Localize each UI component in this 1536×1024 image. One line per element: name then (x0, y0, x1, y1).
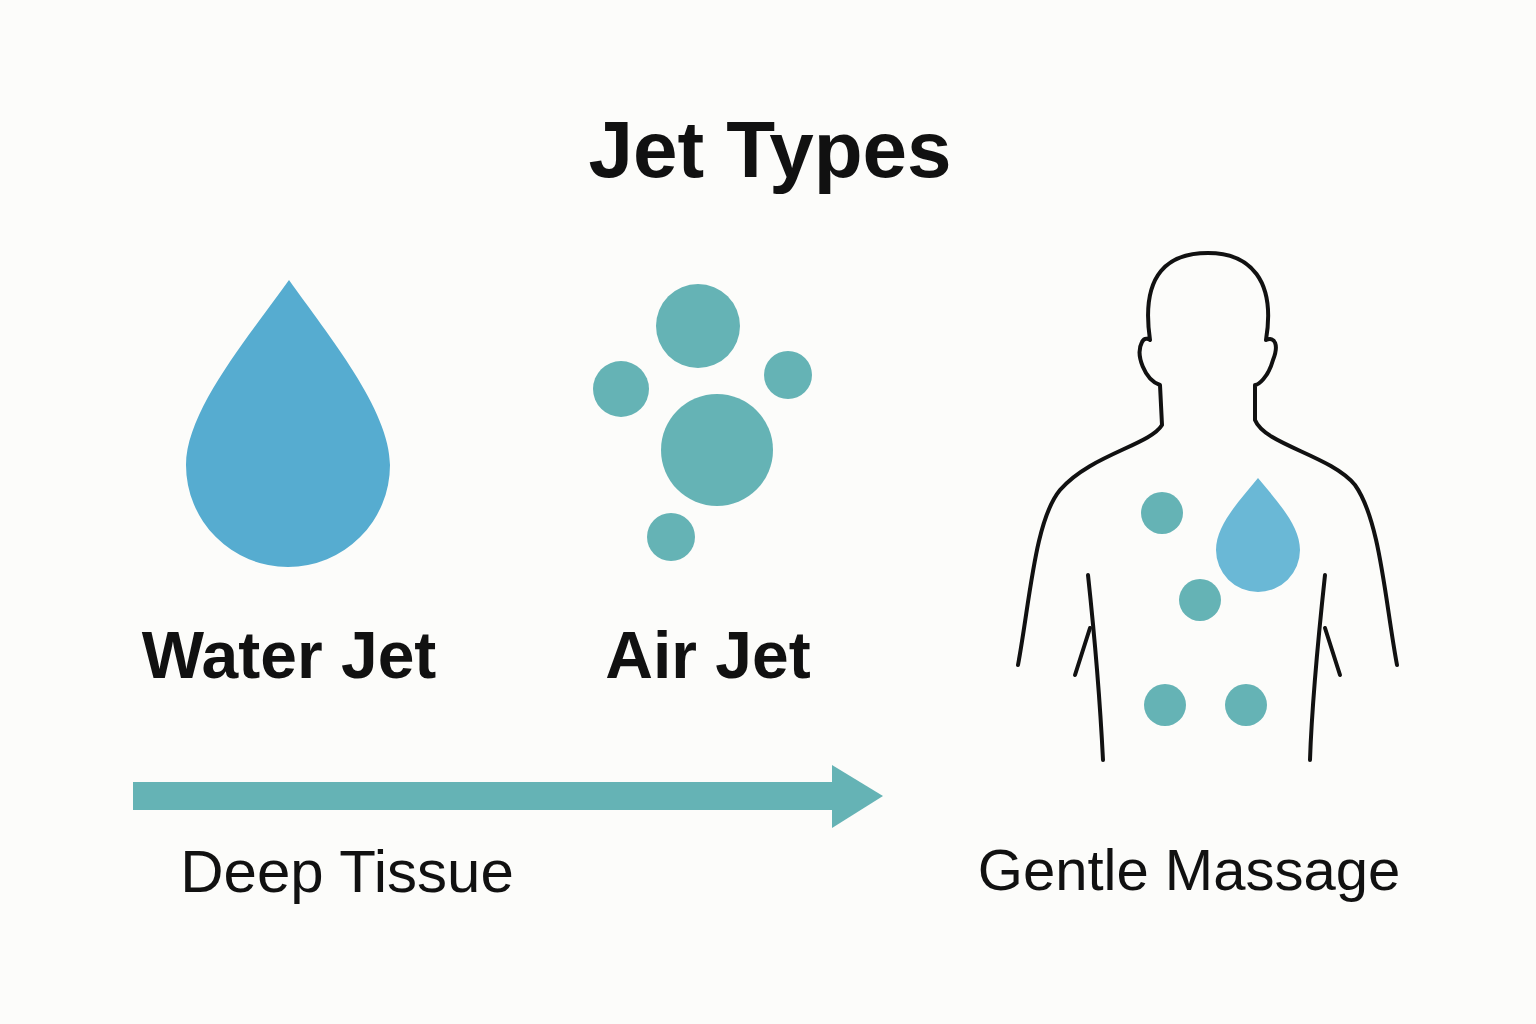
bubble (593, 361, 649, 417)
bubble (656, 284, 740, 368)
arrow-head (832, 765, 883, 828)
air-dot (1179, 579, 1221, 621)
torso-left (1088, 575, 1103, 760)
air-dot (1225, 684, 1267, 726)
arrow-shaft (133, 782, 833, 810)
jet-label: Water Jet (142, 622, 437, 688)
scale-label: Deep Tissue (180, 842, 514, 902)
bubble (764, 351, 812, 399)
water-drop-icon (186, 280, 390, 567)
title: Jet Types (588, 110, 951, 190)
human-figure (1018, 253, 1397, 760)
intensity-arrow (133, 765, 883, 828)
arm-inner-left (1075, 628, 1090, 675)
arm-inner-right (1325, 628, 1340, 675)
jet-label: Air Jet (605, 622, 810, 688)
scale-label: Gentle Massage (978, 841, 1400, 899)
bubble (647, 513, 695, 561)
air-dot (1144, 684, 1186, 726)
torso-right (1310, 575, 1325, 760)
bubble (661, 394, 773, 506)
air-bubbles-icon (593, 284, 812, 561)
air-dot (1141, 492, 1183, 534)
body-outline (1018, 253, 1397, 665)
water-drop-on-body (1216, 478, 1300, 592)
